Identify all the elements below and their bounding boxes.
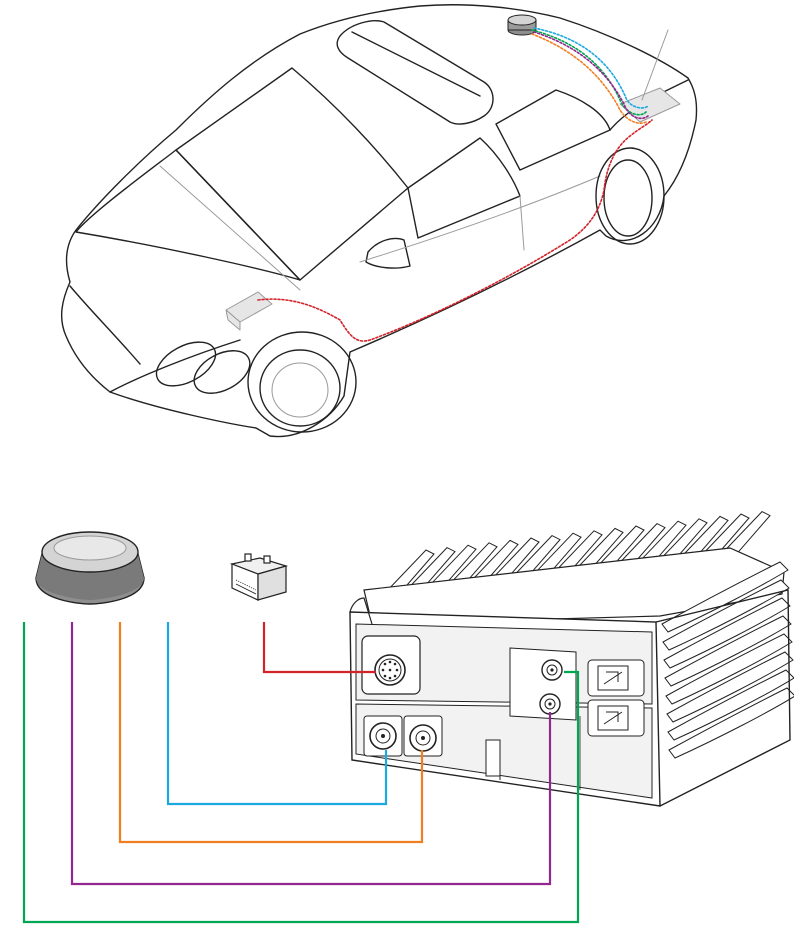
vehicle-illustration [62, 5, 697, 437]
antenna-port-1 [364, 716, 402, 756]
roof-antenna-small [508, 15, 536, 35]
rear-side-window [496, 90, 610, 170]
antenna-port-4 [540, 694, 560, 714]
headlight-right [187, 342, 257, 402]
door-split [520, 196, 524, 250]
battery [232, 554, 286, 600]
ethernet-port-1 [588, 660, 644, 696]
power-connector [362, 636, 420, 694]
puck-antenna [36, 532, 144, 604]
vehicle-router [350, 512, 794, 806]
front-grille [70, 286, 140, 364]
front-wheel-hub [272, 363, 328, 417]
front-bumper-line [110, 340, 240, 392]
rear-wheel-arch [596, 148, 664, 244]
trunk-unit-box [620, 88, 680, 122]
front-side-window [408, 138, 520, 238]
headlight-left [149, 333, 222, 395]
rear-wheel [604, 160, 652, 236]
ethernet-port-2 [588, 700, 644, 736]
a-pillar-light [160, 166, 300, 290]
